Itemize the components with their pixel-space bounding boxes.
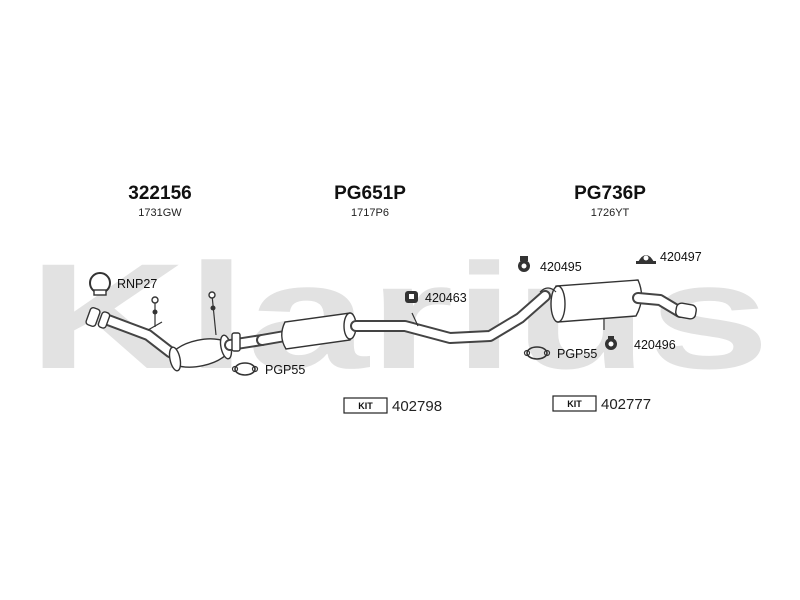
kit-tag: KIT [358, 401, 373, 411]
accessory-label: PGP55 [265, 363, 305, 377]
kit-2: KIT 402777 [552, 395, 651, 413]
rear-silencer [539, 279, 697, 330]
gasket-icon [523, 346, 551, 360]
kit-number: 402798 [392, 398, 442, 415]
part-code-3: PG736P [574, 183, 646, 204]
accessory-label: 420496 [634, 338, 676, 352]
rubber-mount-icon [405, 291, 418, 303]
kit-1: KIT 402798 [343, 397, 442, 415]
oem-code-2: 1717P6 [351, 207, 389, 219]
accessory-420496: 420496 [605, 336, 676, 352]
kit-number: 402777 [601, 396, 651, 413]
accessory-label: 420495 [540, 260, 582, 274]
centre-silencer [256, 290, 551, 350]
accessory-pgp55-rear: PGP55 [523, 346, 597, 361]
part-code-1: 322156 [128, 183, 191, 204]
gasket-icon [231, 362, 259, 376]
accessory-label: PGP55 [557, 347, 597, 361]
accessory-label: RNP27 [117, 277, 157, 291]
rubber-mount-icon [518, 256, 530, 272]
accessory-420497: 420497 [636, 250, 702, 264]
accessory-420495: 420495 [518, 256, 582, 274]
watermark-logo: Klarius [28, 232, 770, 400]
rubber-mount-icon [605, 336, 617, 350]
accessory-label: 420497 [660, 250, 702, 264]
oem-code-3: 1726YT [591, 207, 630, 219]
oem-code-1: 1731GW [138, 207, 182, 219]
accessory-420463: 420463 [405, 291, 467, 305]
accessory-rnp27: RNP27 [89, 272, 157, 296]
accessory-label: 420463 [425, 291, 467, 305]
part-code-2: PG651P [334, 183, 406, 204]
accessory-pgp55-front: PGP55 [231, 362, 305, 377]
clamp-ring-icon [89, 272, 111, 296]
rubber-mount-icon [636, 255, 656, 264]
kit-tag: KIT [567, 399, 582, 409]
front-pipe-catalyst [85, 291, 268, 372]
